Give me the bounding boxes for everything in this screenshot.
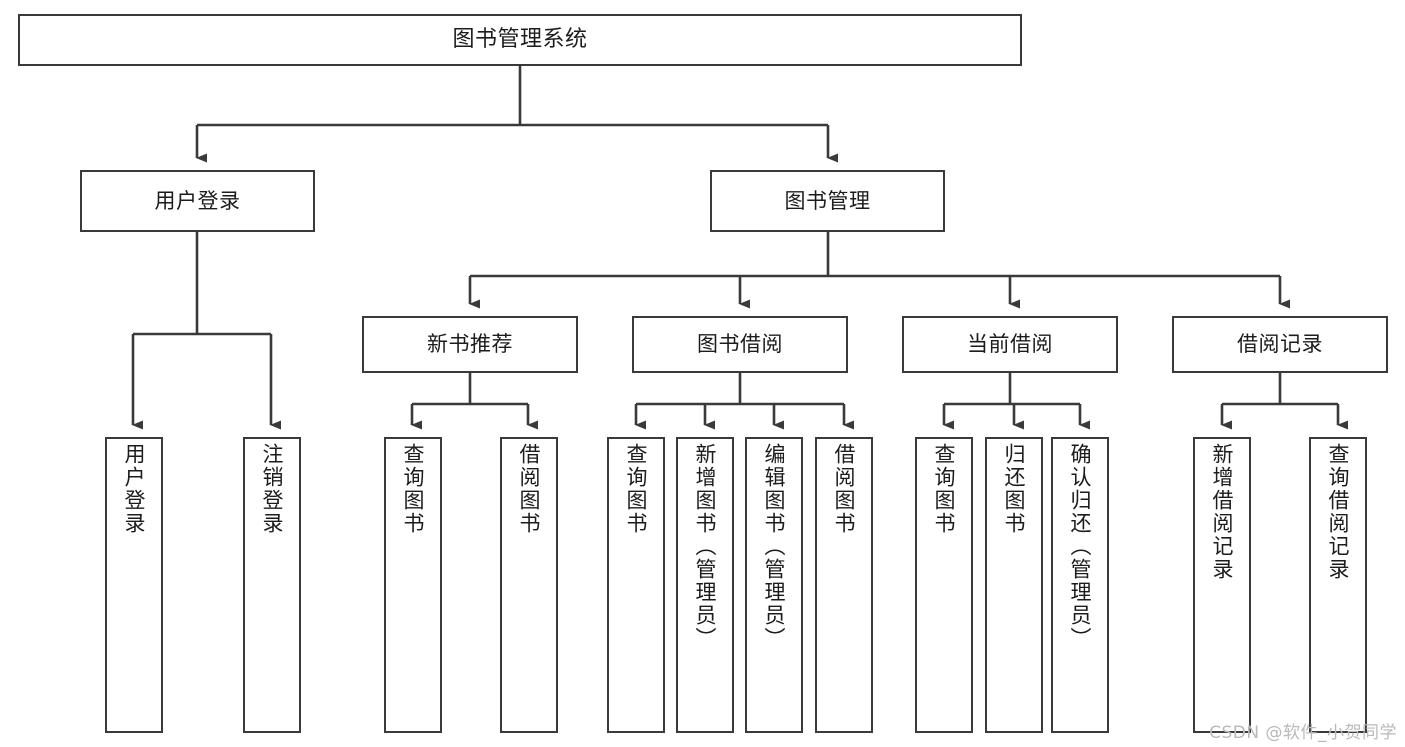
node-book-borrow[interactable]: 图书借阅 (632, 316, 848, 373)
leaf-borrow-book-2[interactable]: 借阅图书 (815, 437, 873, 733)
leaf-borrow-book-2-label: 借阅图书 (832, 443, 857, 535)
node-root[interactable]: 图书管理系统 (18, 14, 1022, 66)
node-borrow-record-label: 借阅记录 (1237, 332, 1323, 357)
node-book-manage[interactable]: 图书管理 (710, 170, 945, 232)
leaf-query-book-2-label: 查询图书 (624, 443, 649, 535)
leaf-logout[interactable]: 注销登录 (243, 437, 301, 733)
node-current-borrow-label: 当前借阅 (967, 332, 1053, 357)
leaf-add-book[interactable]: 新增图书（管理员） (676, 437, 734, 733)
leaf-query-book-1[interactable]: 查询图书 (384, 437, 442, 733)
watermark: CSDN @软件_小贺同学 (1209, 723, 1397, 743)
leaf-query-book-3[interactable]: 查询图书 (915, 437, 973, 733)
node-book-manage-label: 图书管理 (784, 188, 871, 213)
leaf-query-book-1-label: 查询图书 (401, 443, 426, 535)
leaf-confirm-return[interactable]: 确认归还（管理员） (1051, 437, 1109, 733)
node-user-login-label: 用户登录 (154, 188, 241, 213)
leaf-logout-label: 注销登录 (260, 443, 285, 535)
node-new-book-recommend-label: 新书推荐 (427, 332, 513, 357)
leaf-query-book-2[interactable]: 查询图书 (607, 437, 665, 733)
leaf-query-record[interactable]: 查询借阅记录 (1309, 437, 1367, 733)
leaf-query-record-label: 查询借阅记录 (1326, 443, 1351, 581)
leaf-edit-book-label: 编辑图书（管理员） (762, 443, 787, 650)
leaf-user-login-label: 用户登录 (122, 443, 147, 535)
leaf-user-login[interactable]: 用户登录 (105, 437, 163, 733)
node-book-borrow-label: 图书借阅 (697, 332, 783, 357)
leaf-confirm-return-label: 确认归还（管理员） (1068, 443, 1093, 650)
leaf-query-book-3-label: 查询图书 (932, 443, 957, 535)
leaf-borrow-book-1-label: 借阅图书 (517, 443, 542, 535)
leaf-add-record[interactable]: 新增借阅记录 (1193, 437, 1251, 733)
node-user-login[interactable]: 用户登录 (80, 170, 315, 232)
leaf-return-book-label: 归还图书 (1002, 443, 1027, 535)
leaf-edit-book[interactable]: 编辑图书（管理员） (745, 437, 803, 733)
node-root-label: 图书管理系统 (452, 27, 588, 53)
leaf-return-book[interactable]: 归还图书 (985, 437, 1043, 733)
node-current-borrow[interactable]: 当前借阅 (902, 316, 1118, 373)
node-borrow-record[interactable]: 借阅记录 (1172, 316, 1388, 373)
leaf-add-record-label: 新增借阅记录 (1210, 443, 1235, 581)
node-new-book-recommend[interactable]: 新书推荐 (362, 316, 578, 373)
leaf-borrow-book-1[interactable]: 借阅图书 (500, 437, 558, 733)
leaf-add-book-label: 新增图书（管理员） (693, 443, 718, 650)
